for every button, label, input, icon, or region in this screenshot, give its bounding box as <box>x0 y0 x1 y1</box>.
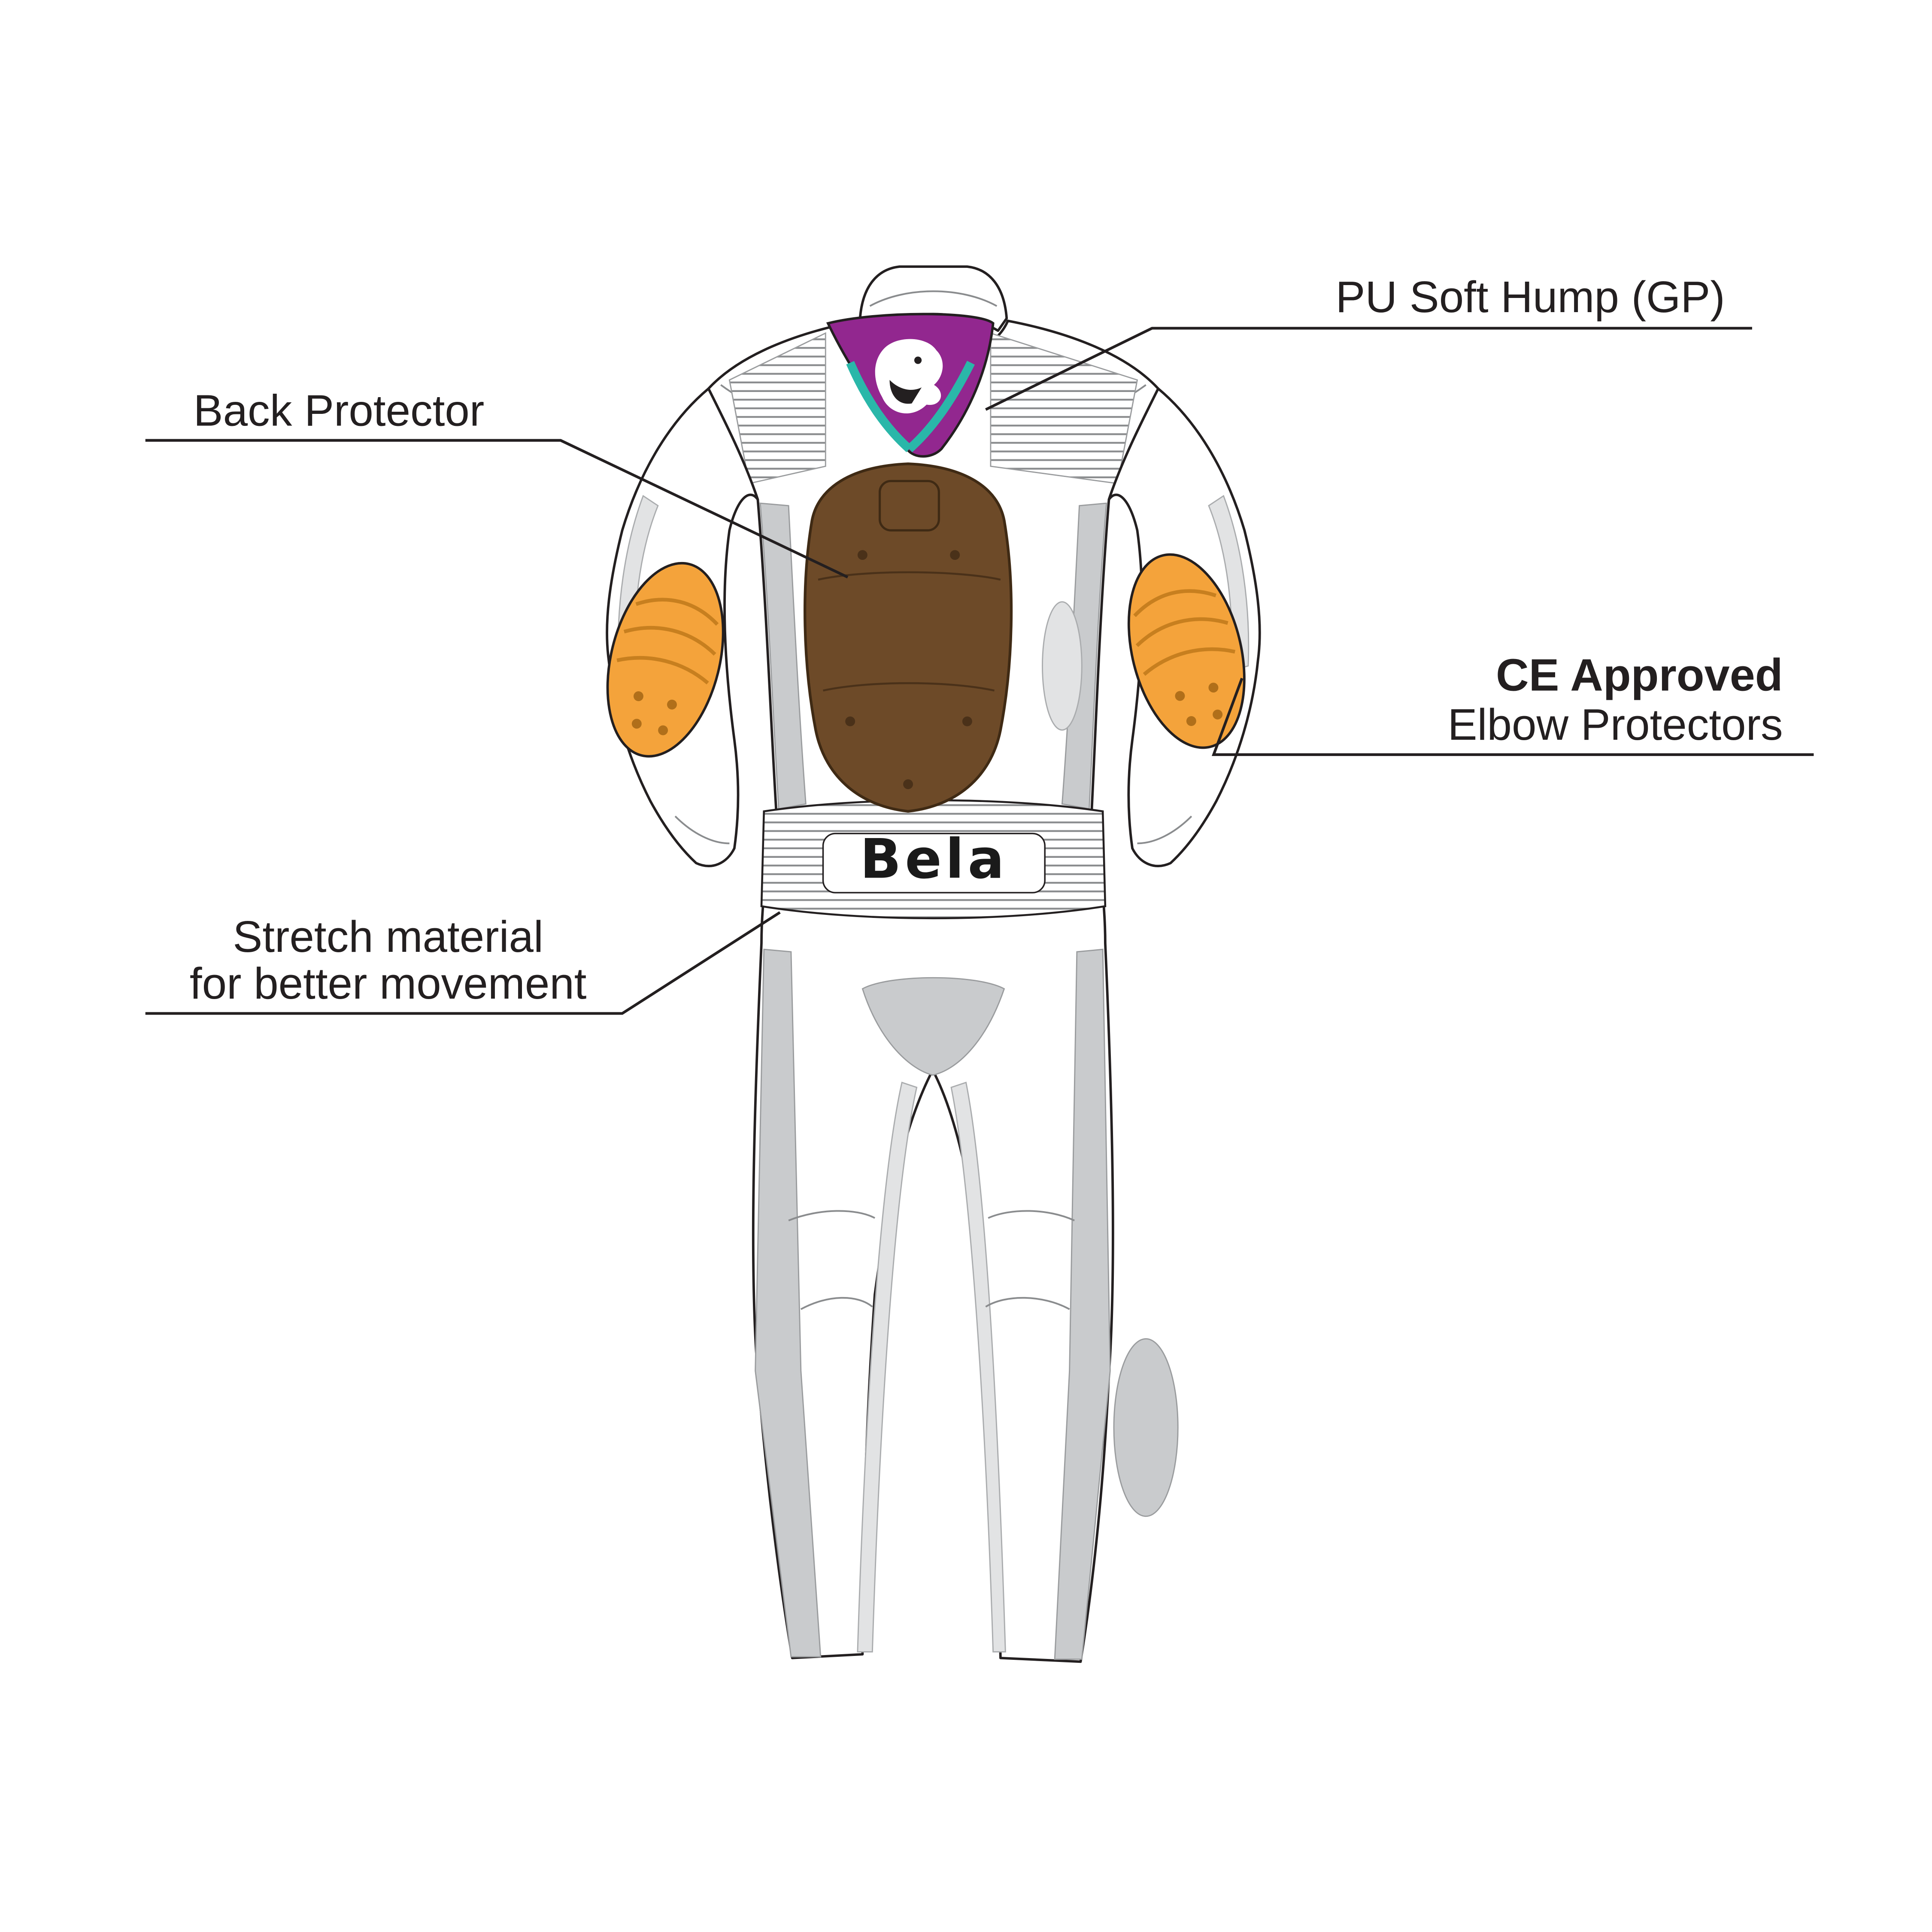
brand-badge <box>822 832 1046 893</box>
callout-stretch: Stretch material for better movement <box>145 911 781 1015</box>
leg-inner-panel-right <box>950 1081 1006 1653</box>
back-protector <box>804 462 1013 813</box>
callout-line-back-protector <box>145 439 849 579</box>
label-hump: PU Soft Hump (GP) <box>1336 272 1725 322</box>
knee-seams <box>788 1210 1075 1310</box>
label-stretch-line2: for better movement <box>190 958 587 1008</box>
callout-elbow: CE Approved Elbow Protectors <box>1211 649 1814 756</box>
callout-line-hump <box>985 327 1752 411</box>
back-protector-shape <box>804 462 1013 813</box>
label-stretch-line1: Stretch material <box>233 911 543 961</box>
label-elbow-bold: CE Approved <box>1496 649 1783 700</box>
leg-outer-panel-right <box>1054 948 1111 1660</box>
seat-panel <box>861 977 1005 1076</box>
brand-logo: Bela <box>860 828 1008 891</box>
glove-seam-left <box>674 815 730 844</box>
bear-logo-icon <box>875 339 943 413</box>
callout-line-elbow <box>1211 677 1814 756</box>
label-elbow: Elbow Protectors <box>1448 699 1783 749</box>
hump-accent-left <box>846 361 913 453</box>
elbow-pad-right <box>1127 553 1246 749</box>
aero-hump <box>826 313 995 458</box>
label-back-protector: Back Protector <box>194 385 485 435</box>
calf-slider-panel-right <box>1113 1338 1179 1517</box>
callouts: PU Soft Hump (GP) Back Protector CE Appr… <box>145 272 1814 1015</box>
suit-illustration: Bela <box>606 265 1261 1663</box>
collar-seam <box>869 290 998 307</box>
waistband: Bela <box>760 799 1107 920</box>
back-protector-top-plate <box>878 480 940 532</box>
glove-seam-right <box>1137 815 1192 844</box>
leg-inner-panel-left <box>857 1081 918 1653</box>
callout-back-protector: Back Protector <box>145 385 849 579</box>
stretch-panel-upper-left <box>728 332 826 484</box>
elbow-pad-left <box>606 562 725 758</box>
torso-side-panel-left <box>759 502 807 810</box>
torso-vent-panel-right <box>1042 601 1083 731</box>
hump-accent-right <box>906 361 975 453</box>
callout-line-stretch <box>145 911 781 1015</box>
leg-outer-panel-left <box>755 948 822 1658</box>
torso-side-panel-right <box>1061 502 1107 810</box>
callout-hump: PU Soft Hump (GP) <box>985 272 1752 411</box>
